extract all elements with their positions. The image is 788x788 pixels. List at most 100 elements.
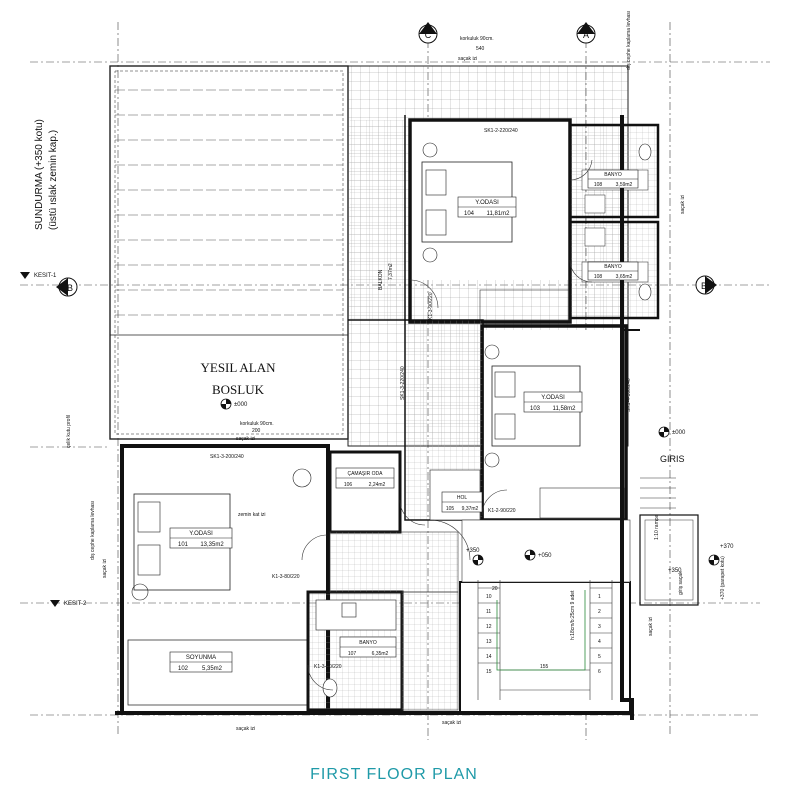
axis-b-label-left: B [67,283,73,293]
room-102-number: 102 [178,666,189,672]
yesil-alan-label: YESIL ALAN [201,360,277,375]
room-104-area: 11,81m2 [487,211,511,217]
note-sacak-top: saçak izi [458,56,477,62]
room-105-name: HOL [457,495,468,501]
room-105-area: 9,37m2 [462,506,479,512]
room-106-name: ÇAMAŞIR ODA [347,471,383,477]
room-108b-name: BANYO [604,264,622,270]
room-101-name: Y.ODASI [189,531,213,537]
note-korkuluk-top: korkuluk 90cm. [460,36,494,42]
axis-b-bubble-right: B [695,275,717,295]
note-celik-profil: çelik kutu profil [66,415,72,448]
note-sacak-right: saçak izi [680,195,686,214]
room-102-area: 5,35m2 [202,666,223,672]
room-101-area: 13,35m2 [200,542,224,548]
stair-core [429,519,631,713]
level-marker-giris: ±000 [658,426,686,438]
sundurma-line1: SUNDURMA (+350 kotu) [34,119,45,230]
room-108b-area: 3,65m2 [616,274,633,280]
section-kesit-1: KESIT-1 [20,272,57,279]
room-tag-103: Y.ODASI 103 11,58m2 [523,391,583,413]
plan-title: FIRST FLOOR PLAN [310,766,478,783]
note-parapet: +370 (parapet kotu) [720,556,726,600]
room-103-name: Y.ODASI [541,395,565,401]
level-000-b: ±000 [672,430,686,436]
stair-step: 1 [598,594,601,600]
level-marker-yesil: ±000 [220,398,248,410]
axis-c-label: C [425,30,432,40]
level-marker-canopy: +370 [708,544,734,566]
kesit-1-label: KESIT-1 [34,273,57,279]
room-105-number: 105 [446,506,455,512]
kesit-2-label: KESIT-2 [64,601,87,607]
bosluk-label-text: BOSLUK [212,382,265,397]
room-tag-102: SOYUNMA 102 5,35m2 [169,651,233,673]
axis-a-label: A [583,30,589,40]
room-107-area: 6,35m2 [372,651,389,657]
room-tag-105: HOL 105 9,37m2 [441,491,483,513]
level-350: +350 [466,548,480,554]
note-sacak-far-left: saçak izi [102,559,108,578]
sundurma-roof [109,65,349,440]
stair-step: 2 [598,609,601,615]
room-108a-number: 108 [594,182,603,188]
level-050: +050 [538,553,552,559]
stair-landing-left: 20 [492,586,498,592]
axis-b-bubble-left: B [56,277,78,297]
note-giris-sacak: giriş saçak [678,571,684,595]
level-370: +370 [720,544,734,550]
room-107-number: 107 [348,651,357,657]
stair-step: 5 [598,654,601,660]
hall-105 [404,319,484,521]
giris-label: GIRIS [660,454,685,464]
stair-landing-bottom: 155 [540,664,549,670]
stair-numbers-right: 1 2 3 4 5 6 [598,594,601,675]
room-108b-number: 108 [594,274,603,280]
room-102 [127,639,309,706]
note-balkon-area: 7,37m2 [388,263,394,280]
room-106-number: 106 [344,482,353,488]
note-dis-cephe-left: dış cephe kaplama levhası [90,501,96,560]
room-tag-107: BANYO 107 6,35m2 [339,636,397,658]
sundurma-line2: (üstü ıslak zemin kap.) [48,130,59,230]
room-104-name: Y.ODASI [475,200,499,206]
room-101-number: 101 [178,542,189,548]
note-kapi-3: K1-2-90/220 [488,508,516,514]
note-korkuluk-left: korkuluk 90cm. [240,421,274,427]
level-marker-stair: +050 [524,549,552,561]
note-dim-540: 540 [476,46,485,52]
section-kesit-2: KESIT-2 [50,600,87,607]
axis-b-label-right: B [701,281,707,291]
door-swings [301,159,593,691]
note-sk-top: SK1-2-220/240 [484,128,518,134]
level-000-a: ±000 [234,402,248,408]
room-tag-108-lower: BANYO 108 3,65m2 [587,261,639,281]
room-102-name: SOYUNMA [186,655,216,661]
note-sacak-right2: saçak izi [648,617,654,636]
room-108a-area: 3,59m2 [616,182,633,188]
stair-step: 12 [486,624,492,630]
note-sacak-bottom-l: saçak izi [236,726,255,732]
stair-step: 15 [486,669,492,675]
stair-step: 11 [486,609,491,615]
lower-corridor [329,531,459,711]
stair-step: 6 [598,669,601,675]
outer-walls [115,115,640,720]
room-106-area: 2,24m2 [369,482,386,488]
room-106 [328,450,402,534]
note-dis-cephe-top: dış cephe kaplama levhası [626,11,632,70]
note-dim-200: 200 [252,428,261,434]
note-kapi-4: K1-3-80/220 [314,664,342,670]
sundurma-label: SUNDURMA (+350 kotu) (üstü ıslak zemin k… [34,119,59,230]
room-103-area: 11,58m2 [553,406,577,412]
note-sk-left: SK1-3-200/240 [210,454,244,460]
room-103-number: 103 [530,406,541,412]
room-tag-108-upper: BANYO 108 3,59m2 [587,169,639,189]
stair-step: 4 [598,639,601,645]
note-sk-right: SK1-4-100/240 [626,378,632,412]
stair-step: 3 [598,624,601,630]
level-350b: +350 [668,568,682,574]
axis-c-bubble: C [418,22,438,44]
stair-numbers-left: 10 11 12 13 14 15 [486,594,492,675]
